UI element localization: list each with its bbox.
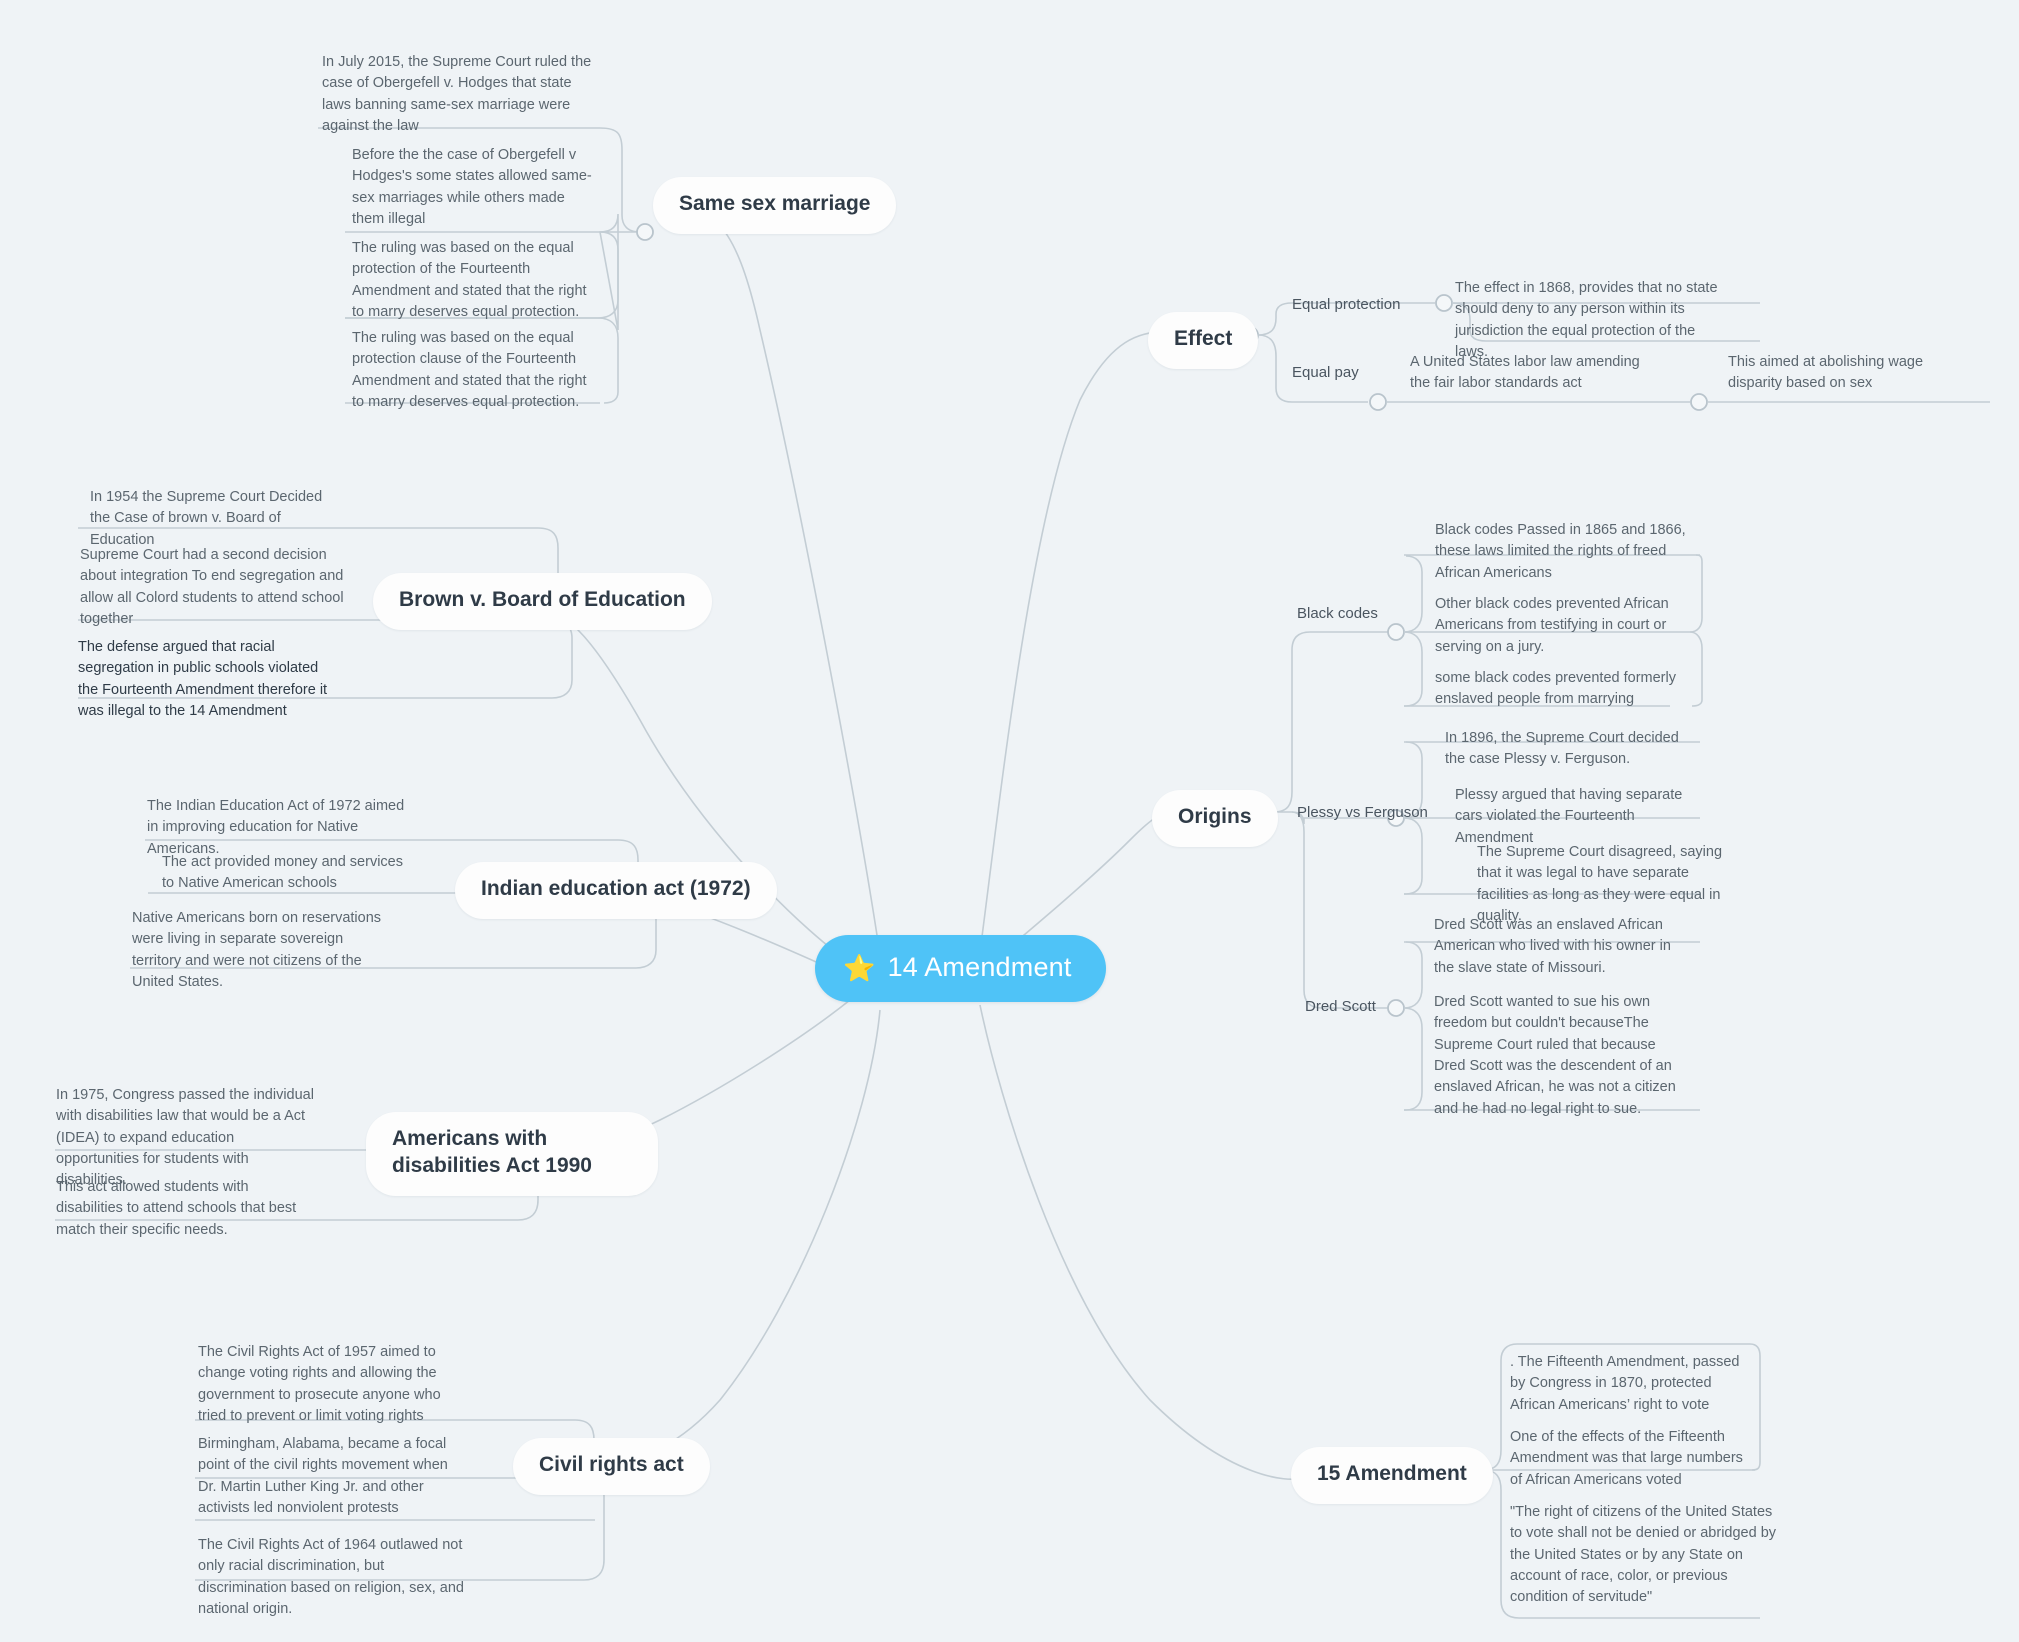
- leaf-node[interactable]: A United States labor law amending the f…: [1410, 354, 1640, 392]
- subtopic-plessy-vs-ferguson[interactable]: Plessy vs Ferguson: [1297, 804, 1428, 821]
- topic-brown-v-board[interactable]: Brown v. Board of Education: [373, 573, 712, 630]
- topic-civil-rights-act[interactable]: Civil rights act: [513, 1438, 710, 1495]
- leaf-node[interactable]: The ruling was based on the equal protec…: [352, 240, 587, 320]
- leaf-node[interactable]: . The Fifteenth Amendment, passed by Con…: [1510, 1354, 1740, 1413]
- topic-effect[interactable]: Effect: [1148, 312, 1259, 369]
- leaf-node[interactable]: The defense argued that racial segregati…: [78, 639, 328, 719]
- topic-label: Effect: [1174, 327, 1233, 350]
- leaf-node[interactable]: Supreme Court had a second decision abou…: [80, 547, 344, 627]
- topic-americans-disabilities-act[interactable]: Americans with disabilities Act 1990: [366, 1112, 658, 1196]
- leaf-node[interactable]: In July 2015, the Supreme Court ruled th…: [322, 54, 592, 134]
- leaf-node[interactable]: Dred Scott wanted to sue his own freedom…: [1434, 994, 1676, 1117]
- leaf-node[interactable]: "The right of citizens of the United Sta…: [1510, 1504, 1777, 1606]
- leaf-node[interactable]: In 1954 the Supreme Court Decided the Ca…: [90, 489, 323, 548]
- topic-origins[interactable]: Origins: [1152, 790, 1278, 847]
- leaf-node[interactable]: The Indian Education Act of 1972 aimed i…: [147, 798, 405, 857]
- subtopic-equal-protection[interactable]: Equal protection: [1292, 296, 1401, 313]
- topic-same-sex-marriage[interactable]: Same sex marriage: [653, 177, 897, 234]
- leaf-node[interactable]: The Civil Rights Act of 1957 aimed to ch…: [198, 1344, 441, 1424]
- topic-label: 15 Amendment: [1317, 1462, 1467, 1485]
- leaf-node[interactable]: This act allowed students with disabilit…: [56, 1179, 297, 1238]
- leaf-node[interactable]: This aimed at abolishing wage disparity …: [1728, 354, 1924, 392]
- leaf-node[interactable]: Before the the case of Obergefell v Hodg…: [352, 147, 592, 227]
- leaf-node[interactable]: The act provided money and services to N…: [162, 854, 403, 892]
- subtopic-equal-pay[interactable]: Equal pay: [1292, 364, 1359, 381]
- subtopic-dred-scott[interactable]: Dred Scott: [1305, 998, 1376, 1015]
- subtopic-black-codes[interactable]: Black codes: [1297, 605, 1378, 622]
- topic-label: Brown v. Board of Education: [399, 588, 686, 611]
- root-node[interactable]: ⭐ 14 Amendment: [815, 935, 1106, 1002]
- leaf-node[interactable]: The Civil Rights Act of 1964 outlawed no…: [198, 1537, 464, 1617]
- leaf-node[interactable]: In 1975, Congress passed the individual …: [56, 1087, 314, 1189]
- root-label: 14 Amendment: [887, 952, 1072, 982]
- topic-label: Origins: [1178, 805, 1252, 828]
- leaf-node[interactable]: Plessy argued that having separate cars …: [1455, 787, 1683, 846]
- leaf-node[interactable]: One of the effects of the Fifteenth Amen…: [1510, 1429, 1743, 1488]
- star-icon: ⭐: [843, 952, 876, 983]
- leaf-node[interactable]: The Supreme Court disagreed, saying that…: [1477, 844, 1723, 924]
- leaf-node[interactable]: The ruling was based on the equal protec…: [352, 330, 587, 410]
- topic-15-amendment[interactable]: 15 Amendment: [1291, 1447, 1493, 1504]
- topic-label: Same sex marriage: [679, 192, 871, 215]
- leaf-node[interactable]: Dred Scott was an enslaved African Ameri…: [1434, 917, 1671, 976]
- leaf-node[interactable]: The effect in 1868, provides that no sta…: [1455, 280, 1718, 360]
- leaf-node[interactable]: In 1896, the Supreme Court decided the c…: [1445, 730, 1679, 768]
- topic-label: Americans with disabilities Act 1990: [392, 1127, 592, 1177]
- leaf-node[interactable]: Other black codes prevented African Amer…: [1435, 596, 1669, 655]
- topic-label: Indian education act (1972): [481, 877, 751, 900]
- topic-indian-education-act[interactable]: Indian education act (1972): [455, 862, 777, 919]
- leaf-node[interactable]: some black codes prevented formerly ensl…: [1435, 670, 1676, 708]
- topic-label: Civil rights act: [539, 1453, 684, 1476]
- leaf-node[interactable]: Birmingham, Alabama, became a focal poin…: [198, 1436, 448, 1516]
- leaf-node[interactable]: Black codes Passed in 1865 and 1866, the…: [1435, 522, 1686, 581]
- leaf-node[interactable]: Native Americans born on reservations we…: [132, 910, 382, 990]
